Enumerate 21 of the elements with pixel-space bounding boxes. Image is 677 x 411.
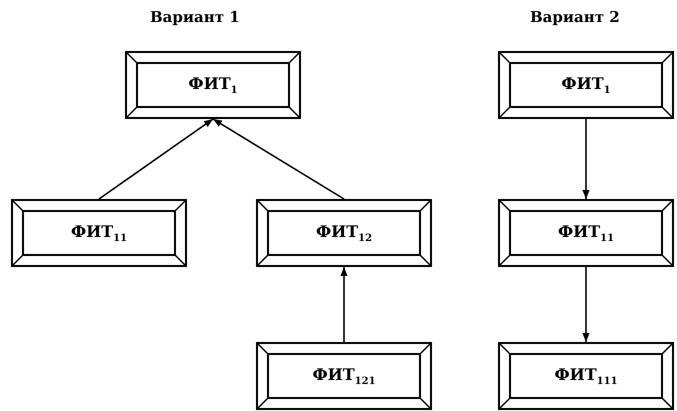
box-label: ФИТ$_{11}$ bbox=[70, 222, 128, 244]
framed-box bbox=[256, 342, 432, 410]
variant-heading: Вариант 1 bbox=[150, 8, 240, 26]
arrow bbox=[98, 118, 214, 200]
arrow bbox=[340, 267, 348, 342]
variant-heading: Вариант 2 bbox=[530, 8, 620, 26]
box-label: ФИТ$_{121}$ bbox=[311, 364, 377, 388]
framed-box bbox=[11, 199, 187, 267]
box-label: ФИТ$_{1}$ bbox=[187, 74, 239, 96]
framed-box bbox=[256, 199, 432, 267]
framed-box bbox=[125, 51, 301, 119]
framed-box bbox=[498, 342, 674, 410]
framed-box bbox=[498, 51, 674, 119]
arrow bbox=[582, 267, 590, 342]
arrow bbox=[212, 118, 344, 200]
arrow bbox=[582, 119, 590, 199]
box-label: ФИТ$_{11}$ bbox=[556, 222, 616, 244]
box-label: ФИТ$_{12}$ bbox=[314, 222, 374, 244]
box-label: ФИТ$_{1}$ bbox=[560, 74, 612, 96]
box-label: ФИТ$_{111}$ bbox=[553, 364, 619, 388]
framed-box bbox=[498, 199, 674, 267]
